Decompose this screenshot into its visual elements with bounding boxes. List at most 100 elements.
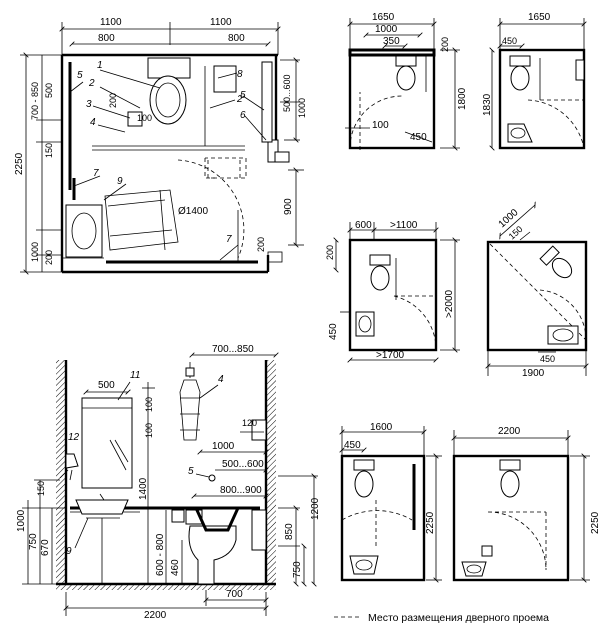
callout-2-left: 2 <box>88 78 95 89</box>
dim-100-inner: 100 <box>137 113 152 123</box>
plan-c-dim-600: 600 <box>355 220 372 231</box>
callout-8: 8 <box>237 69 243 80</box>
plan-small-a: 1650 1000 350 200 1800 100 450 <box>345 12 468 150</box>
dim-1100-right: 1100 <box>210 17 232 28</box>
elev-callout-11: 11 <box>130 370 140 381</box>
callout-3: 3 <box>86 99 92 110</box>
dim-900: 900 <box>283 198 294 215</box>
plan-d-basin <box>547 325 579 345</box>
plan-small-b: 1650 450 1830 <box>482 12 584 148</box>
plan-main-grab-bars <box>68 62 258 264</box>
plan-b-toilet <box>510 65 530 91</box>
elev-dim-1200: 1200 <box>310 497 321 520</box>
plan-a-dim-1650: 1650 <box>372 12 395 23</box>
plan-a-dim-1000: 1000 <box>375 24 398 35</box>
plan-c-dim-gt2000: >2000 <box>444 289 455 318</box>
elev-dim-100-a: 100 <box>144 397 154 412</box>
elev-callout-12: 12 <box>68 432 80 443</box>
elev-dim-600-800: 600 - 800 <box>155 533 166 576</box>
dim-500-left: 500 <box>44 83 54 98</box>
elev-dim-850: 850 <box>284 523 295 540</box>
callout-7-left: 7 <box>93 168 99 179</box>
legend: Место размещения дверного проема <box>334 612 549 624</box>
plan-f-basin <box>461 561 487 577</box>
plan-small-c: 1600 450 2250 <box>342 422 442 580</box>
dim-800-left: 800 <box>98 33 115 44</box>
elev-dim-150: 150 <box>36 481 46 496</box>
plan-d-dim-1900: 1900 <box>522 368 545 379</box>
plan-a-dim-200: 200 <box>440 37 450 52</box>
plan-main: 1100 1100 800 800 2250 700 - 850 500 150… <box>14 17 307 272</box>
elev-dim-670: 670 <box>40 539 51 556</box>
dim-800-right: 800 <box>228 33 245 44</box>
paper-holder <box>127 111 143 127</box>
elev-dim-1000: 1000 <box>212 441 235 452</box>
elev-dim-1000-left: 1000 <box>16 509 27 532</box>
plan-a-toilet <box>396 65 416 91</box>
plan-f-dim-2200: 2200 <box>498 426 521 437</box>
plan-a-dim-1800: 1800 <box>457 87 468 110</box>
callout-2-right: 2 <box>236 94 243 105</box>
dim-200-left: 200 <box>44 250 54 265</box>
plan-a-dim-450: 450 <box>410 132 427 143</box>
plan-e-dim-1600: 1600 <box>370 422 393 433</box>
plan-f-toilet <box>500 470 520 498</box>
callout-4: 4 <box>90 117 96 128</box>
dim-700-850: 700 - 850 <box>30 82 40 120</box>
callout-5-left: 5 <box>77 70 83 81</box>
plan-b-dim-1650: 1650 <box>528 12 551 23</box>
plan-b-dim-450: 450 <box>502 36 517 46</box>
elevation-washbasin <box>75 499 129 515</box>
plan-c-dim-200: 200 <box>325 245 335 260</box>
plan-b-dim-1830: 1830 <box>482 93 493 116</box>
plan-e-toilet <box>354 470 374 498</box>
plan-b-basin <box>507 123 533 143</box>
plan-e-dim-2250: 2250 <box>425 511 436 534</box>
plan-c-dim-gt1100: >1100 <box>390 220 418 231</box>
plan-small-d: 2200 2250 <box>454 426 601 580</box>
plan-e-dim-450: 450 <box>344 440 361 451</box>
elev-dim-1400: 1400 <box>138 477 149 500</box>
plan-main-right-dimensions: 500...600 1000 900 200 <box>62 60 307 262</box>
plan-f-dim-2250: 2250 <box>590 511 601 534</box>
plan-e-basin <box>349 555 379 575</box>
elev-dim-750-right: 750 <box>292 561 303 578</box>
callout-6: 6 <box>240 110 246 121</box>
elev-dim-120: 120 <box>242 418 257 428</box>
elev-callout-9: 9 <box>66 546 72 557</box>
toilet-tank <box>147 57 191 79</box>
plan-c-basin <box>355 311 375 337</box>
mirror <box>81 397 133 489</box>
elev-dim-700: 700 <box>226 589 243 600</box>
dim-1000-right: 1000 <box>297 98 307 118</box>
callout-7-right: 7 <box>226 234 232 245</box>
elev-dim-750-left: 750 <box>28 533 39 550</box>
plan-a-dim-350: 350 <box>383 36 400 47</box>
plan-main-wheelchair: Ø1400 <box>104 157 247 259</box>
plan-c-toilet <box>370 265 390 291</box>
elev-dim-800-900: 800...900 <box>220 485 262 496</box>
callout-5-right: 5 <box>240 90 246 101</box>
dim-2250: 2250 <box>14 152 25 175</box>
plan-d-dim-450: 450 <box>540 354 555 364</box>
dim-500-600-right: 500...600 <box>282 74 292 112</box>
plan-main-left-dimensions: 2250 700 - 850 500 150 1000 200 <box>14 55 62 272</box>
plan-a-dim-100: 100 <box>372 120 389 131</box>
plan-d-toilet <box>551 257 573 279</box>
plan-main-walls <box>60 53 283 274</box>
dim-1100-left: 1100 <box>100 17 122 28</box>
dim-200-right: 200 <box>256 237 266 252</box>
dim-150: 150 <box>44 143 54 158</box>
elev-dim-2200: 2200 <box>144 610 167 621</box>
elev-dim-460: 460 <box>170 559 181 576</box>
elevation-toilet <box>188 525 237 585</box>
plan-main-top-dimensions: 1100 1100 800 800 <box>62 17 278 55</box>
legend-text: Место размещения дверного проема <box>368 612 549 624</box>
elev-callout-4: 4 <box>218 374 224 385</box>
plan-main-fixtures <box>65 57 290 258</box>
plan-main-callouts: 1 2 3 4 5 2 5 6 7 8 9 7 <box>69 60 267 261</box>
dim-200-inner: 200 <box>108 93 118 108</box>
elevation: 700...850 500 11 100 100 4 120 1000 5 50… <box>16 344 321 621</box>
callout-9: 9 <box>117 176 123 187</box>
